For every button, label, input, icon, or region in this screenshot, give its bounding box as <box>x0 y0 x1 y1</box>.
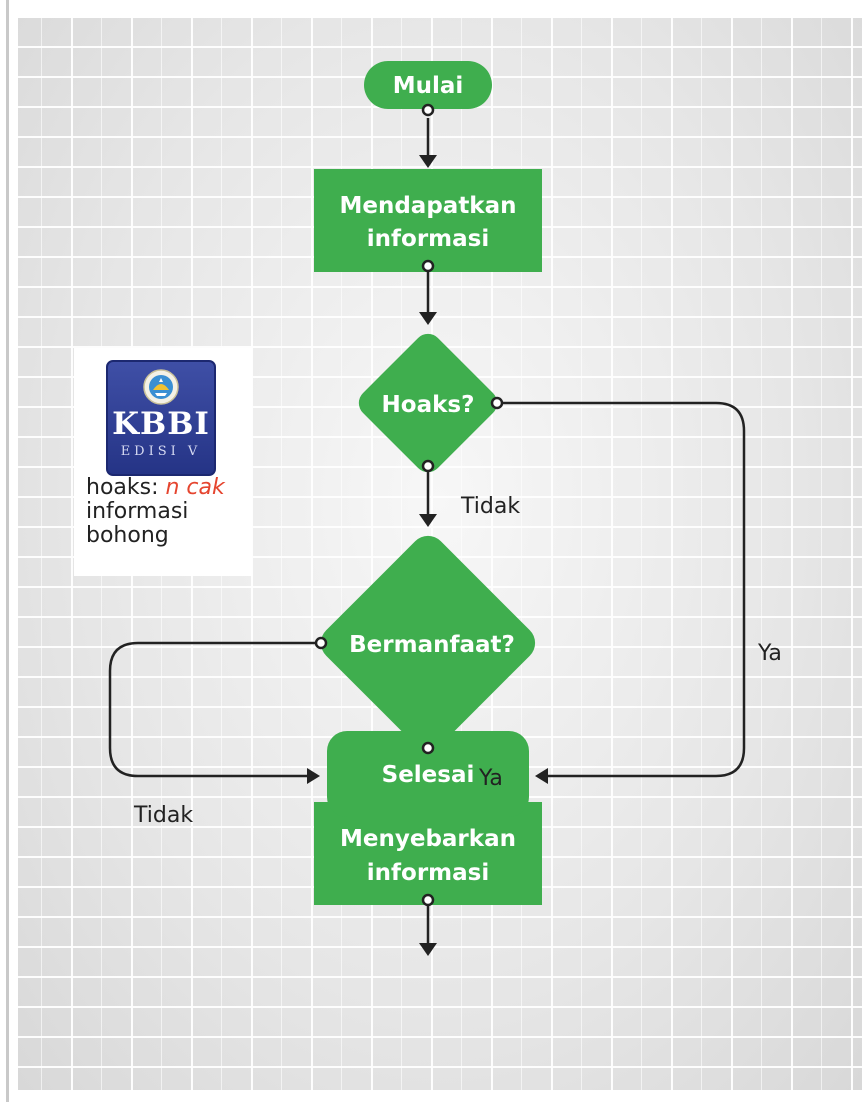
edge-hoax-no-arrowhead <box>419 514 437 527</box>
node-end: Selesai <box>327 731 529 817</box>
node-useful-check: Bermanfaat? <box>320 535 536 751</box>
edge-useful-no <box>108 641 318 778</box>
node-end-label: Selesai <box>382 762 475 788</box>
node-hoax-check-shape <box>358 333 498 473</box>
dot-useful-bottom <box>421 741 435 755</box>
node-start-label: Mulai <box>393 73 464 99</box>
tut-wuri-handayani-emblem-icon <box>143 369 179 405</box>
node-spread-info-label-line2: informasi <box>367 860 489 886</box>
edge-useful-no-arrowhead <box>307 768 320 784</box>
node-end-shape <box>327 731 529 817</box>
node-start: Mulai <box>364 61 492 109</box>
label-useful-no: Tidak <box>133 803 193 828</box>
kbbi-term: hoaks: <box>86 475 159 500</box>
edge-get-info-to-hoax-arrowhead <box>419 312 437 325</box>
edge-start-to-get-info-arrowhead <box>419 155 437 168</box>
dot-spread-bottom <box>421 893 435 907</box>
node-hoax-check: Hoaks? <box>358 333 498 473</box>
dot-useful-left <box>314 636 328 650</box>
node-spread-info-label-line1: Menyebarkan <box>340 826 516 852</box>
connector-dots <box>314 103 504 907</box>
node-spread-info: Menyebarkan informasi <box>314 802 542 905</box>
node-start-shape <box>364 61 492 109</box>
kbbi-definition: hoaks: n cak informasi bohong <box>86 476 256 548</box>
node-get-info-label-line2: informasi <box>367 226 489 252</box>
node-get-info: Mendapatkan informasi <box>314 169 542 272</box>
edge-spread-to-end-arrowhead <box>419 943 437 956</box>
kbbi-meaning: informasi bohong <box>86 499 189 548</box>
edge-hoax-yes <box>497 401 746 778</box>
node-spread-info-shape <box>314 802 542 905</box>
label-hoax-no: Tidak <box>460 494 520 519</box>
edge-hoax-yes-arrowhead <box>535 768 548 784</box>
label-hoax-yes: Ya <box>757 641 782 666</box>
dot-hoax-bottom <box>421 459 435 473</box>
dot-hoax-right <box>490 396 504 410</box>
page-edge-rule <box>6 0 9 1102</box>
node-useful-check-shape <box>320 535 536 751</box>
dot-start-bottom <box>421 103 435 117</box>
kbbi-abbreviation: n cak <box>165 475 225 500</box>
label-useful-yes: Ya <box>478 766 503 791</box>
dot-get-info-bottom <box>421 259 435 273</box>
kbbi-logo: KBBI EDISI V <box>106 360 216 476</box>
node-get-info-shape <box>314 169 542 272</box>
connectors <box>108 118 746 956</box>
kbbi-logo-edition: EDISI V <box>120 444 202 459</box>
node-useful-check-label: Bermanfaat? <box>349 632 515 658</box>
kbbi-definition-card: KBBI EDISI V hoaks: n cak informasi boho… <box>74 348 252 576</box>
kbbi-logo-title: KBBI <box>112 406 210 442</box>
node-hoax-check-label: Hoaks? <box>382 392 475 418</box>
node-get-info-label-line1: Mendapatkan <box>339 193 516 219</box>
